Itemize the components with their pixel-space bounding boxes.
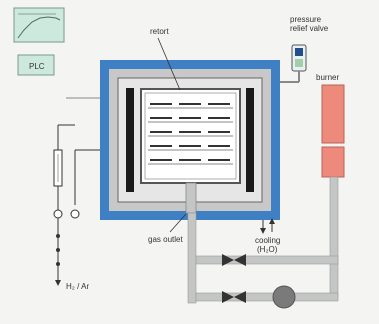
gas-inlet-label: H₂ / Ar [66, 282, 89, 291]
heater-left [126, 88, 134, 192]
retort-trays [148, 103, 233, 165]
cooling-label-line2: (H₂O) [257, 245, 278, 254]
tray-row [148, 131, 233, 137]
pressure-label-line1: pressure [290, 15, 322, 24]
burner-upper [321, 84, 345, 144]
plc-monitor-icon [13, 7, 65, 43]
pump-icon [272, 285, 296, 309]
plc-box [17, 54, 55, 76]
pressure-label-line2: relief valve [290, 24, 329, 33]
plc-label: PLC [29, 62, 45, 71]
gas-outlet-leader [169, 213, 187, 233]
inlet-pipe-chain [55, 218, 61, 286]
tray-row [148, 117, 233, 123]
burner-label: burner [316, 73, 339, 82]
pressure-gauge-icon [291, 44, 307, 72]
cooling-label-line1: cooling [255, 236, 280, 245]
retort-leader-line [157, 37, 181, 91]
flow-meter-icon [53, 149, 63, 187]
valve-icon [222, 254, 246, 266]
retort-inner-wall [144, 92, 237, 180]
cooling-water-ports [260, 218, 275, 234]
heater-right [246, 88, 254, 192]
tray-row [148, 103, 233, 109]
burner-pipe [329, 176, 339, 298]
exhaust-piping [187, 212, 339, 304]
retort-label: retort [150, 27, 169, 36]
tray-row [148, 145, 233, 151]
valve-icon [222, 291, 246, 303]
tray-row [148, 159, 233, 165]
retort-outlet-pipe [185, 182, 197, 214]
gas-outlet-label: gas outlet [148, 235, 183, 244]
burner-lower [321, 146, 345, 178]
